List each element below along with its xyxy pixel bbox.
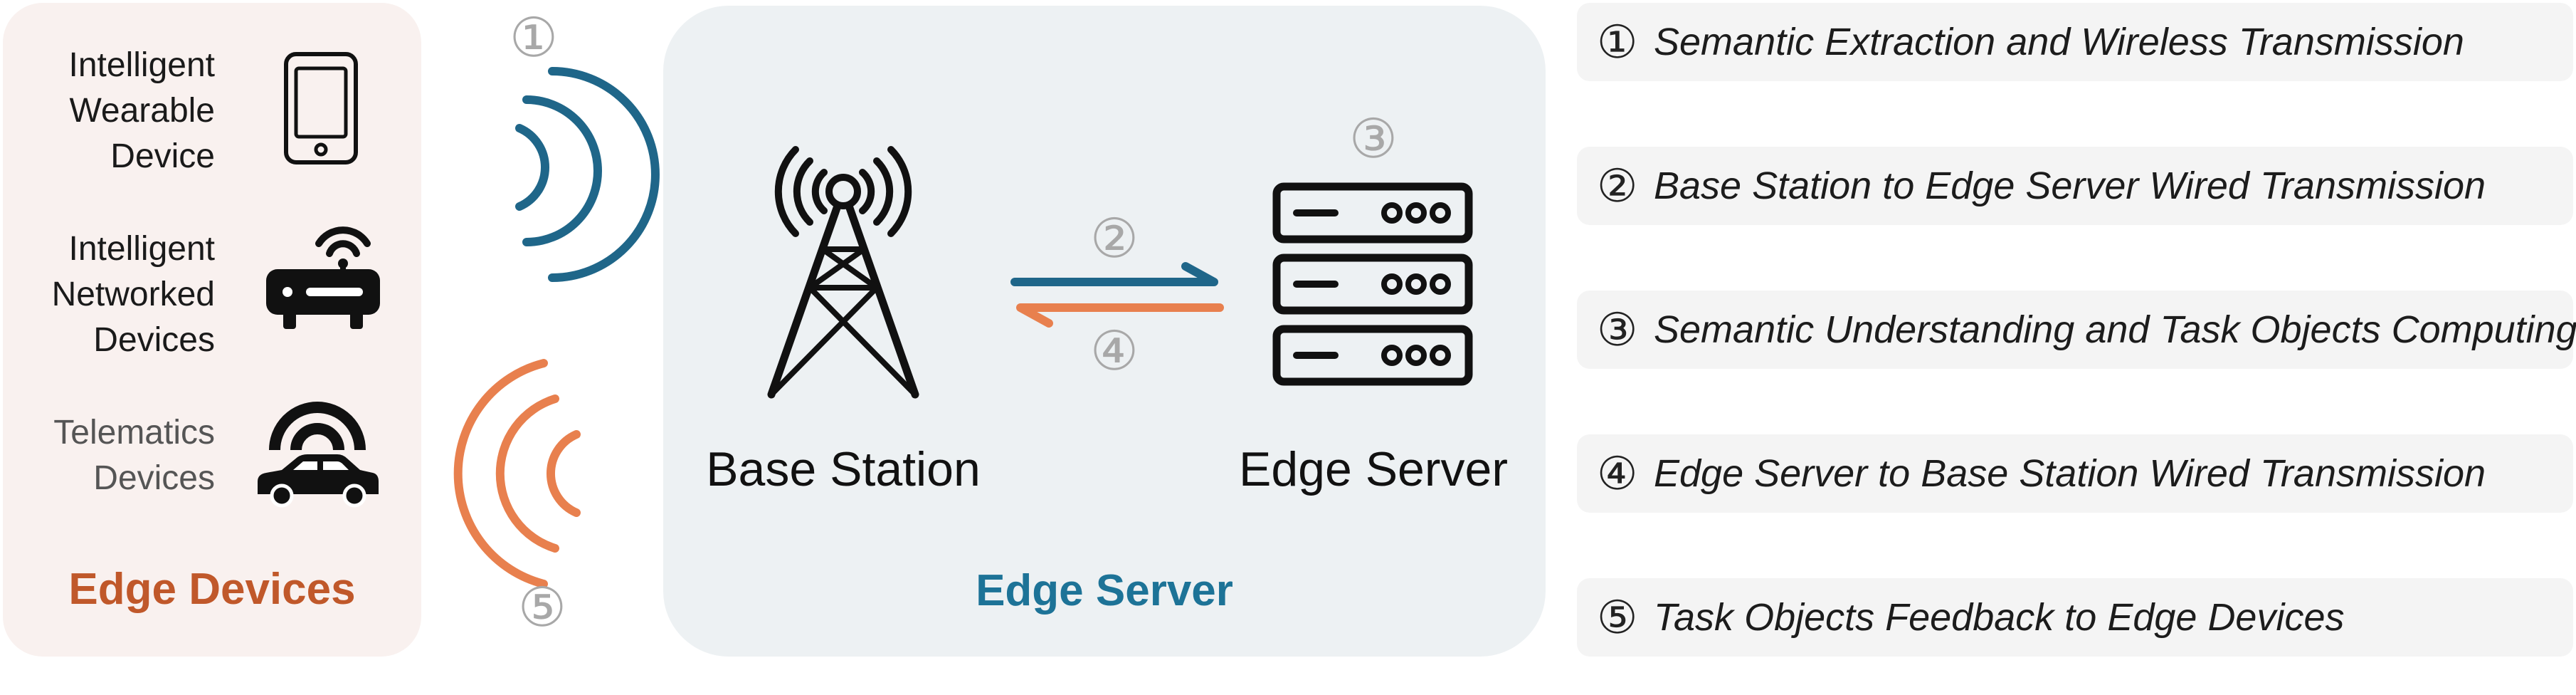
marker-4: ④ — [1089, 321, 1139, 382]
uplink-arrow-icon — [1010, 262, 1224, 328]
step-item-1: ① Semantic Extraction and Wireless Trans… — [1577, 3, 2573, 81]
step-number: ③ — [1597, 304, 1638, 355]
edge-server-title: Edge Server — [976, 566, 1233, 615]
step-item-3: ③ Semantic Understanding and Task Object… — [1577, 291, 2576, 369]
step-number: ① — [1597, 16, 1638, 68]
edge-devices-panel — [3, 3, 421, 657]
step-number: ② — [1597, 160, 1638, 211]
connected-car-icon — [258, 402, 379, 508]
base-station-icon — [767, 146, 919, 399]
marker-2: ② — [1089, 209, 1139, 269]
server-icon — [1272, 182, 1473, 386]
step-text: Task Objects Feedback to Edge Devices — [1654, 596, 2345, 639]
edge-server-node-label: Edge Server — [1239, 442, 1508, 496]
marker-5: ⑤ — [517, 578, 567, 638]
step-text: Edge Server to Base Station Wired Transm… — [1654, 452, 2486, 495]
marker-1: ① — [509, 8, 559, 68]
step-number: ④ — [1597, 448, 1638, 499]
smartphone-icon — [284, 52, 358, 164]
device-label-wearable: Intelligent Wearable Device — [68, 46, 215, 175]
step-text: Semantic Extraction and Wireless Transmi… — [1654, 21, 2464, 63]
wifi-router-icon — [266, 226, 380, 329]
step-item-4: ④ Edge Server to Base Station Wired Tran… — [1577, 434, 2573, 513]
device-label-telematics: Telematics Devices — [53, 414, 215, 497]
step-item-5: ⑤ Task Objects Feedback to Edge Devices — [1577, 578, 2573, 657]
edge-devices-title: Edge Devices — [68, 565, 356, 614]
base-station-label: Base Station — [706, 442, 981, 496]
step-text: Base Station to Edge Server Wired Transm… — [1654, 164, 2486, 207]
device-label-networked: Intelligent Networked Devices — [51, 230, 215, 359]
marker-3: ③ — [1348, 109, 1398, 169]
downlink-wave-icon — [453, 359, 581, 588]
step-text: Semantic Understanding and Task Objects … — [1654, 308, 2576, 351]
uplink-wave-icon — [515, 67, 660, 282]
step-number: ⑤ — [1597, 592, 1638, 643]
step-item-2: ② Base Station to Edge Server Wired Tran… — [1577, 147, 2573, 225]
